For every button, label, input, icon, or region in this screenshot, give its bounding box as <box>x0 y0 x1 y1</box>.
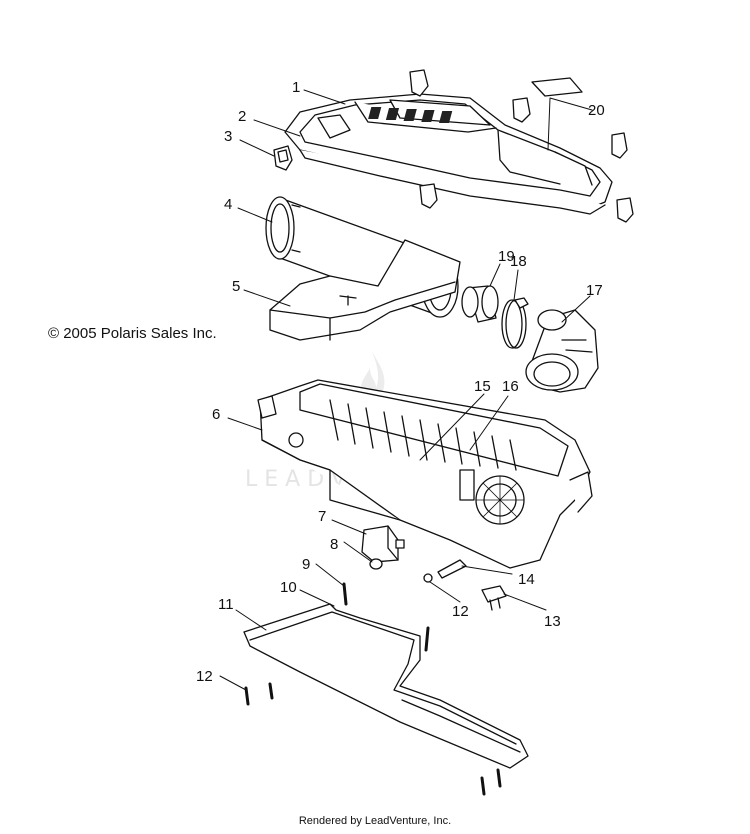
rendered-by-footer: Rendered by LeadVenture, Inc. <box>298 815 452 827</box>
callout-16: 16 <box>502 378 519 395</box>
callout-12-mid: 12 <box>452 603 469 620</box>
skid-plate <box>243 603 529 769</box>
screw <box>423 573 433 583</box>
callout-7: 7 <box>318 508 326 525</box>
callout-5: 5 <box>232 278 240 295</box>
grommet <box>369 558 383 570</box>
intake-boot <box>525 309 599 393</box>
callout-19: 19 <box>498 248 515 265</box>
drain-valve <box>481 585 507 611</box>
airbox-cover <box>284 93 613 215</box>
callout-4: 4 <box>224 196 232 213</box>
callout-3: 3 <box>224 128 232 145</box>
callout-labels: 1 2 3 4 5 6 7 8 9 10 11 12 12 13 14 15 1… <box>196 79 605 685</box>
sensor-housing <box>361 525 405 563</box>
cover-clips <box>273 69 634 223</box>
callout-6: 6 <box>212 406 220 423</box>
callout-2: 2 <box>238 108 246 125</box>
callout-18: 18 <box>510 253 527 270</box>
hose-clamp <box>501 297 529 349</box>
pre-filter-foam <box>269 239 461 341</box>
callout-14: 14 <box>518 571 535 588</box>
callout-17: 17 <box>586 282 603 299</box>
bolts <box>244 582 502 796</box>
callout-11: 11 <box>218 596 234 613</box>
leader-lines <box>219 89 593 691</box>
callout-12-bottom: 12 <box>196 668 213 685</box>
decal-label <box>531 77 583 97</box>
coupling-sleeve <box>461 285 499 323</box>
callout-9: 9 <box>302 556 310 573</box>
bracket <box>437 559 467 579</box>
callout-15: 15 <box>474 378 491 395</box>
callout-1: 1 <box>292 79 300 96</box>
callout-8: 8 <box>330 536 338 553</box>
airbox-base <box>257 379 593 569</box>
callout-13: 13 <box>544 613 561 630</box>
copyright-text: © 2005 Polaris Sales Inc. <box>48 325 217 342</box>
callout-20: 20 <box>588 102 605 119</box>
callout-10: 10 <box>280 579 297 596</box>
